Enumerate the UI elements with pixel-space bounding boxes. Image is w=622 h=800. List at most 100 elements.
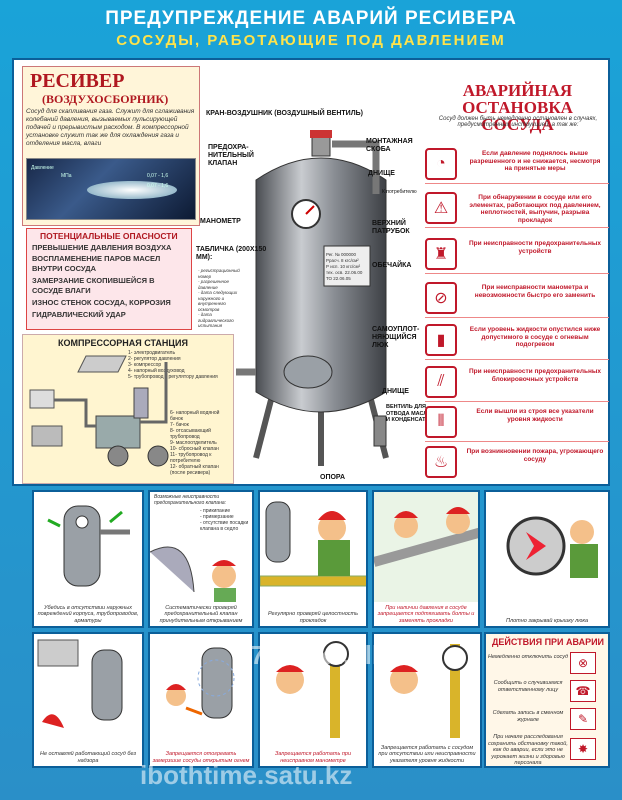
panel-caption: Запрещается работать с сосудом при отсут… [378, 744, 476, 764]
receiver-vessel: Рег. № 000000 Ррасч. 8 кгс/см² Р исп. 10… [236, 130, 389, 466]
panel-inspect: Убедись в отсутствии наружных повреждени… [32, 490, 144, 628]
danger-item: ПРЕВЫШЕНИЕ ДАВЛЕНИЯ ВОЗДУХА [32, 243, 172, 252]
danger-item: ВОСПЛАМЕНЕНИЕ ПАРОВ МАСЕЛ ВНУТРИ СОСУДА [32, 254, 161, 273]
cloud-icon [87, 181, 177, 199]
emergency-row: ⊘ При неисправности манометра и невозможн… [425, 280, 609, 318]
plate-note: - регистрационный номер [198, 268, 240, 279]
label-top-bottom: ДНИЩЕ [368, 170, 395, 177]
gauge-label: 0,07 - 1,6 [147, 183, 169, 189]
legend-item: 6- напорный водяной бачок [170, 410, 220, 422]
panel-caption: Не оставляй работающий сосуд без надзора [39, 751, 137, 764]
pen-icon: ✎ [570, 708, 596, 730]
label-plate: ТАБЛИЧКА (200Х150 ММ): [196, 246, 267, 261]
emergency-row: ⚠При обнаружении в сосуде или его элемен… [425, 190, 609, 228]
vessel-leak-icon: ⚠ [425, 192, 457, 224]
pressure-gauge-icon: ◔ [425, 148, 457, 180]
action-item: При начале расследования сохранить обста… [488, 734, 568, 766]
page-subtitle: СОСУДЫ, РАБОТАЮЩИЕ ПОД ДАВЛЕНИЕМ [116, 32, 506, 49]
explosion-icon: ✸ [570, 738, 596, 760]
emergency-row: ◔Если давление поднялось выше разрешенно… [425, 146, 609, 184]
label-valve: КРАН-ВОЗДУШНИК (ВОЗДУШНЫЙ ВЕНТИЛЬ) [206, 110, 363, 117]
emergency-row: ▮ Если уровень жидкости опустился ниже до… [425, 322, 609, 360]
plate-line: Рег. № 000000 [326, 252, 356, 257]
plate-note: - разрешенное давление [198, 279, 229, 290]
faulty-gauge-illustration [276, 641, 349, 738]
watermark: 47612.kz.all.biz [236, 640, 423, 670]
legend-item: 2- регулятор давления [128, 356, 181, 362]
panel-safety-valve: Возможные неисправности предохранительно… [148, 490, 254, 628]
action-item: Сообщить о случившемся ответственному ли… [493, 680, 563, 693]
watermark: ibothtime.satu.kz [140, 760, 353, 790]
gauge-label: МПа [61, 173, 72, 179]
unattended-vessel-illustration [37, 639, 123, 728]
label-shell: ОБЕЧАЙКА [372, 262, 412, 269]
danger-item: ЗАМЕРЗАНИЕ СКОПИВШЕЙСЯ В СОСУДЕ ВЛАГИ [32, 276, 155, 295]
panel-note: - прикипание [200, 508, 231, 514]
emergency-title: АВАРИЙНАЯ ОСТАНОВКА СОСУДА [462, 81, 573, 134]
plate-line: Ррасч. 8 кгс/см² [326, 258, 359, 263]
panel-caption: Систематически проверяй предохранительны… [159, 604, 243, 624]
panel-caption: Убедись в отсутствии наружных повреждени… [37, 604, 139, 624]
actions-title: ДЕЙСТВИЯ ПРИ АВАРИИ [491, 637, 605, 647]
receiver-subtitle: (ВОЗДУХОСБОРНИК) [42, 92, 169, 106]
label-safety-valve: ПРЕДОХРА-НИТЕЛЬНЫЙ КЛАПАН [208, 144, 254, 167]
compressor-legend-bottom: 6- напорный водяной бачок 7- бачок 8- от… [170, 410, 232, 476]
emergency-row: ♨ При возникновении пожара, угрожающего с… [425, 444, 609, 482]
panel-faulty-gauge: Запрещается работать при неисправном ман… [258, 632, 368, 768]
gasket-check-illustration [260, 501, 366, 587]
fire-warming-illustration [166, 647, 235, 719]
action-item: Немедленно отключить сосуд [488, 654, 568, 660]
legend-item: 1- электродвигатель [128, 350, 176, 356]
panel-hatch: Плотно закрывай крышку люка [484, 490, 610, 628]
emergency-row: ⫽При неисправности предохранительных бло… [425, 364, 609, 402]
level-indicator-illustration [390, 644, 468, 738]
panel-caption: Запрещается отогревать замерзшие сосуды … [152, 751, 250, 764]
level-gauge-icon: ▮ [425, 324, 457, 356]
emergency-text: При неисправности предохранительных устр… [468, 240, 602, 255]
gauge-label: Давление [31, 165, 54, 171]
panel-note: - отсутствие посадки клапана в седло [200, 520, 249, 532]
emergency-text: Если уровень жидкости опустился ниже доп… [469, 326, 601, 348]
valve-off-icon: ⊗ [570, 652, 596, 674]
label-drain-valve: ВЕНТИЛЬ ДЛЯ ОТВОДА МАСЛА И КОНДЕНСАТА [386, 404, 432, 423]
plate-note: - дата гидравлического испытания [198, 312, 234, 328]
legend-item: 12- обратный клапан (после ресивера) [170, 464, 219, 476]
danger-item: ГИДРАВЛИЧЕСКИЙ УДАР [32, 310, 126, 319]
emergency-text: Если вышли из строя все указатели уровня… [476, 408, 594, 423]
fire-icon: ♨ [425, 446, 457, 478]
hatch-illustration [506, 516, 598, 578]
broken-gauge-icon: ⊘ [425, 282, 457, 314]
label-support: ОПОРА [320, 474, 346, 481]
panel-caption: Плотно закрывай крышку люка [505, 617, 589, 624]
panel-caption: При наличии давления в сосуде запрещаетс… [377, 604, 475, 624]
legend-item: 5- трубопровод к регулятору давления [128, 374, 218, 380]
gauge-label: 0,07 - 1,6 [147, 173, 169, 179]
plate-line: Р исп. 10 кгс/см² [326, 264, 361, 269]
legend-item: 11- трубопровод к потребителю [170, 452, 212, 464]
panel-note-title: Возможные неисправности предохранительно… [154, 494, 226, 506]
bolt-tightening-illustration [374, 492, 478, 602]
legend-item: 7- бачок [170, 422, 189, 428]
legend-item: 4- напорный воздуховод [128, 368, 185, 374]
phone-icon: ☎ [570, 680, 596, 702]
legend-item: 10- сбросный клапан [170, 446, 219, 452]
panel-caption: Регулярно проверяй целостность прокладок [267, 611, 359, 624]
emergency-text: При возникновении пожара, угрожающего со… [466, 448, 604, 463]
panel-no-tightening: При наличии давления в сосуде запрещаетс… [372, 490, 480, 628]
dangers-title: ПОТЕНЦИАЛЬНЫЕ ОПАСНОСТИ [40, 231, 178, 241]
legend-item: 8- отсасывающий трубопровод [170, 428, 211, 440]
panel-no-open-fire: Запрещается отогревать замерзшие сосуды … [148, 632, 254, 768]
compressor-diagram [29, 355, 169, 467]
emergency-text: При неисправности манометра и невозможно… [474, 284, 596, 299]
panel-notes: - прикипание - примерзание - отсутствие … [200, 508, 252, 532]
emergency-row: ♜ При неисправности предохранительных уст… [425, 236, 609, 274]
danger-item: ИЗНОС СТЕНОК СОСУДА, КОРРОЗИЯ [32, 298, 171, 307]
plate-line: ТО 22.06.05 [326, 276, 351, 281]
panel-level-indicator: Запрещается работать с сосудом при отсут… [372, 632, 482, 768]
safety-valve-illustration [150, 546, 236, 602]
receiver-title: РЕСИВЕР [30, 70, 125, 92]
panel-note: - примерзание [200, 514, 234, 520]
label-bracket: МОНТАЖНАЯ СКОБА [366, 138, 413, 153]
plate-line: тех. осв. 22.06.00 [326, 270, 363, 275]
safety-valve-icon: ♜ [425, 238, 457, 270]
